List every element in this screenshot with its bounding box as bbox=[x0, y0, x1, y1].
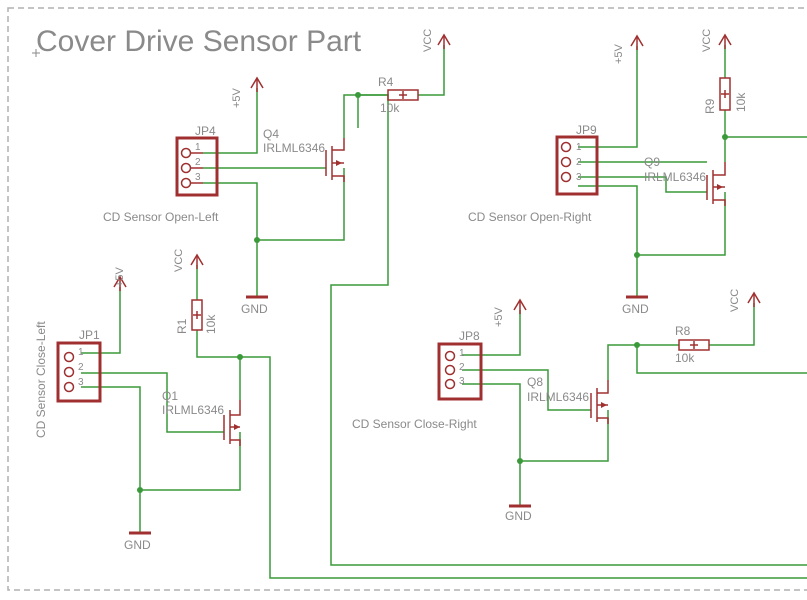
svg-text:3: 3 bbox=[576, 172, 582, 183]
supply-plus5v-jp8: +5V bbox=[493, 298, 527, 327]
jp4-label: CD Sensor Open-Left bbox=[103, 210, 219, 224]
svg-text:3: 3 bbox=[195, 172, 201, 183]
svg-text:1: 1 bbox=[78, 347, 84, 358]
jp1-label: CD Sensor Close-Left bbox=[34, 321, 48, 438]
supply-vcc-r9: VCC bbox=[701, 29, 732, 52]
connector-jp4: JP4 1 2 3 CD Sensor Open-Left bbox=[103, 124, 219, 224]
svg-text:+5V: +5V bbox=[231, 87, 243, 108]
svg-text:+5V: +5V bbox=[114, 266, 126, 287]
junctions bbox=[137, 92, 728, 493]
svg-text:2: 2 bbox=[195, 157, 201, 168]
transistor-q4: Q4 IRLML6346 bbox=[263, 127, 345, 182]
svg-text:VCC: VCC bbox=[701, 29, 713, 52]
q9-ref: Q9 bbox=[644, 155, 660, 169]
supply-plus5v-jp4: +5V bbox=[231, 76, 264, 108]
transistor-q1: Q1 IRLML6346 bbox=[162, 389, 241, 446]
jp9-ref: JP9 bbox=[576, 123, 597, 137]
r4-value: 10k bbox=[380, 101, 400, 115]
svg-text:3: 3 bbox=[78, 377, 84, 388]
supply-plus5v-jp9: +5V bbox=[613, 34, 644, 64]
resistor-r8: R8 10k bbox=[675, 324, 710, 365]
svg-text:3: 3 bbox=[459, 376, 465, 387]
svg-text:1: 1 bbox=[459, 348, 465, 359]
jp4-ref: JP4 bbox=[195, 124, 216, 138]
connector-jp9: JP9 1 2 3 CD Sensor Open-Right bbox=[468, 123, 599, 224]
supply-vcc-r8: VCC bbox=[729, 289, 761, 312]
jp9-label: CD Sensor Open-Right bbox=[468, 210, 592, 224]
jp8-ref: JP8 bbox=[459, 329, 480, 343]
r4-ref: R4 bbox=[378, 75, 394, 89]
resistor-r4: R4 10k bbox=[378, 75, 419, 115]
resistor-r1: R1 10k bbox=[175, 299, 218, 334]
r9-value: 10k bbox=[734, 92, 748, 112]
jp8-label: CD Sensor Close-Right bbox=[352, 417, 477, 431]
sheet-title: Cover Drive Sensor Part bbox=[36, 25, 362, 58]
svg-text:VCC: VCC bbox=[173, 249, 185, 272]
jp1-ref: JP1 bbox=[79, 328, 100, 342]
supply-gnd-jp1: GND bbox=[124, 531, 151, 552]
r1-value: 10k bbox=[204, 314, 218, 334]
transistor-q9: Q9 IRLML6346 bbox=[644, 155, 726, 206]
supply-gnd-jp9: GND bbox=[622, 295, 649, 316]
q4-value: IRLML6346 bbox=[263, 141, 325, 155]
origin-marker bbox=[32, 49, 40, 57]
supply-gnd-jp8: GND bbox=[505, 504, 532, 523]
transistor-q8: Q8 IRLML6346 bbox=[527, 375, 609, 424]
q1-ref: Q1 bbox=[162, 389, 178, 403]
r8-value: 10k bbox=[675, 351, 695, 365]
svg-text:VCC: VCC bbox=[422, 29, 434, 52]
svg-text:GND: GND bbox=[124, 538, 151, 552]
connector-jp1: JP1 1 2 3 CD Sensor Close-Left bbox=[34, 321, 102, 438]
svg-text:GND: GND bbox=[622, 302, 649, 316]
svg-text:GND: GND bbox=[505, 509, 532, 523]
supply-gnd-jp4: GND bbox=[241, 295, 268, 316]
wires bbox=[81, 45, 807, 579]
supply-vcc-r4: VCC bbox=[422, 29, 451, 52]
q9-value: IRLML6346 bbox=[644, 170, 706, 184]
svg-text:2: 2 bbox=[576, 157, 582, 168]
svg-text:1: 1 bbox=[195, 142, 201, 153]
sheet-frame bbox=[7, 7, 807, 591]
svg-text:2: 2 bbox=[78, 362, 84, 373]
q8-value: IRLML6346 bbox=[527, 390, 589, 404]
svg-text:1: 1 bbox=[576, 142, 582, 153]
supply-vcc-r1: VCC bbox=[173, 249, 204, 272]
svg-text:2: 2 bbox=[459, 362, 465, 373]
svg-text:VCC: VCC bbox=[729, 289, 741, 312]
connector-jp8: JP8 1 2 3 CD Sensor Close-Right bbox=[352, 329, 483, 431]
svg-text:+5V: +5V bbox=[613, 43, 625, 64]
q4-ref: Q4 bbox=[263, 127, 279, 141]
r8-ref: R8 bbox=[675, 324, 691, 338]
supply-plus5v-jp1: +5V bbox=[113, 266, 127, 291]
r9-ref: R9 bbox=[703, 98, 717, 114]
q1-value: IRLML6346 bbox=[162, 403, 224, 417]
resistor-r9: R9 10k bbox=[703, 77, 748, 114]
q8-ref: Q8 bbox=[527, 375, 543, 389]
svg-text:GND: GND bbox=[241, 302, 268, 316]
r1-ref: R1 bbox=[175, 318, 189, 334]
svg-text:+5V: +5V bbox=[493, 306, 505, 327]
